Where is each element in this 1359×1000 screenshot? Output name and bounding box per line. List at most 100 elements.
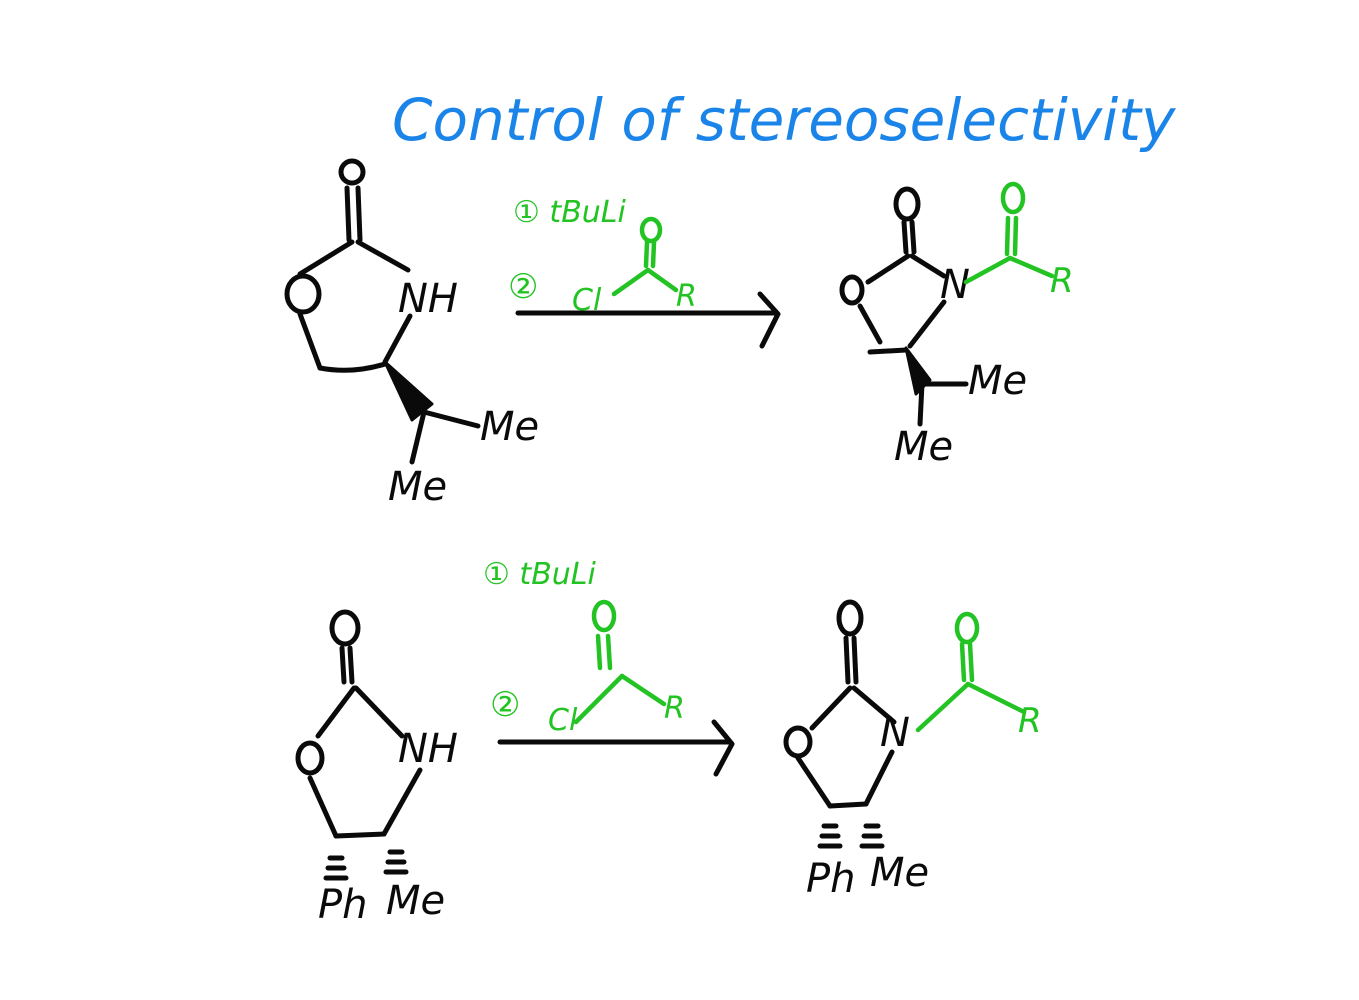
acyl-bond-cl-c [611, 267, 651, 297]
carbonyl-double-bond-a [901, 219, 909, 255]
step-1-reagent: ① tBuLi [483, 557, 597, 592]
acyl-oxygen-atom [954, 611, 980, 645]
ring-bond-c-n [355, 239, 411, 273]
hash-bond-1 [323, 855, 349, 881]
arrow-head [711, 719, 735, 777]
carbonyl-oxygen-atom [836, 599, 864, 637]
ring-oxygen-atom [295, 740, 325, 776]
ring-bond-c-o [315, 685, 357, 739]
carbonyl-oxygen-atom [893, 186, 921, 222]
acyl-double-bond-a [959, 641, 967, 683]
carbonyl-oxygen-atom [338, 158, 366, 186]
acyl-r-label: R [1018, 701, 1042, 741]
acyl-double-bond-b [1012, 215, 1019, 257]
substituent-me-1: Me [968, 358, 1027, 404]
ring-bond-c-o [865, 253, 911, 285]
carbonyl-double-bond-b [851, 635, 859, 685]
carbonyl-double-bond-b [347, 645, 355, 685]
ring-bond-cstar-n [382, 313, 413, 365]
substituent-ph: Ph [318, 882, 367, 928]
acyl-bond-c-r [1007, 255, 1055, 279]
hash-bond-1 [817, 823, 843, 849]
acyl-bond-c-r [965, 681, 1027, 715]
ring-bond-o-cph [307, 775, 339, 839]
ring-n-label: N [880, 710, 910, 756]
acyl-oxygen-atom [639, 216, 663, 244]
ring-bond-o-cph [795, 755, 833, 809]
hash-bond-2 [383, 849, 409, 875]
acyl-bond-n-c [915, 681, 971, 733]
reaction-arrow-2 [497, 719, 735, 777]
ring-bond-c-o [809, 685, 853, 731]
carbonyl-double-bond-b [355, 185, 363, 243]
bond-to-me-1 [421, 409, 481, 429]
acyl-r-label: R [676, 279, 697, 314]
reaction-arrow-1 [515, 291, 781, 349]
acyl-double-bond-a [1004, 215, 1011, 257]
acyl-bond-cl-c [573, 673, 625, 725]
ring-bond-c-o [297, 239, 355, 277]
ring-bond-c-n [851, 685, 897, 725]
wedge-bond [904, 346, 932, 396]
ring-nh-label: NH [398, 276, 458, 322]
product-1: N Me Me R [839, 181, 1074, 470]
acyl-double-bond-a [643, 239, 650, 269]
acyl-double-bond-b [650, 239, 657, 269]
reagents-2: ① tBuLi ② Cl R [483, 557, 685, 738]
acyl-r-label: R [1050, 261, 1074, 301]
carbonyl-double-bond-b [909, 219, 917, 255]
step-2-marker: ② [490, 685, 520, 725]
acyl-double-bond-a [595, 633, 603, 671]
ring-bond-c-n [353, 685, 405, 739]
substituent-me: Me [386, 878, 445, 924]
step-1-reagent: ① tBuLi [513, 195, 627, 230]
bond-to-me-2 [409, 409, 427, 465]
carbonyl-double-bond-a [344, 185, 352, 243]
acyl-double-bond-b [967, 641, 975, 683]
reactant-2: NH Ph Me [295, 609, 458, 928]
reagents-1: ① tBuLi ② Cl R [508, 195, 697, 318]
ring-bond-cph-cme [827, 801, 869, 809]
substituent-me-2: Me [894, 424, 953, 470]
ring-n-label: N [940, 262, 970, 308]
ring-oxygen-atom [839, 274, 865, 306]
acyl-r-label: R [664, 691, 685, 726]
ring-bond-cstar-n [907, 299, 947, 349]
ring-bond-ch2-cstar [867, 347, 909, 355]
page-title: Control of stereoselectivity [392, 86, 1176, 154]
reaction-1: NH Me Me ① tBuLi ② Cl R [284, 158, 1074, 510]
reaction-2: NH Ph Me ① tBuLi ② Cl R [295, 557, 1042, 928]
product-2: N Ph Me R [783, 599, 1042, 902]
ring-bond-o-ch2 [857, 303, 883, 345]
acyl-bond-n-c [963, 255, 1013, 285]
bond-to-me-2 [917, 381, 925, 427]
arrow-head [757, 291, 781, 349]
carbonyl-double-bond-a [339, 645, 347, 685]
acyl-oxygen-atom [591, 599, 617, 633]
hash-bond-2 [859, 823, 885, 849]
acid-chloride-cl: Cl [548, 703, 578, 738]
ring-bond-ch2-cstar [317, 361, 388, 373]
substituent-me-1: Me [480, 404, 539, 450]
step-2-marker: ② [508, 267, 538, 307]
ring-nh-label: NH [398, 726, 458, 772]
substituent-me-2: Me [388, 464, 447, 510]
substituent-me: Me [870, 850, 929, 896]
ring-bond-o-ch2 [297, 311, 323, 371]
carbonyl-oxygen-atom [329, 609, 361, 647]
substituent-ph: Ph [806, 856, 855, 902]
acyl-bond-c-r [645, 267, 679, 293]
ring-bond-cme-n [863, 749, 895, 807]
reactant-1: NH Me Me [284, 158, 539, 510]
ring-bond-cph-cme [333, 831, 387, 839]
acyl-double-bond-b [605, 633, 613, 671]
ring-bond-c-n [909, 253, 947, 279]
ring-bond-cme-n [381, 767, 423, 837]
acyl-bond-c-r [619, 673, 667, 707]
carbonyl-double-bond-a [843, 635, 851, 685]
ring-oxygen-atom [284, 273, 322, 315]
acyl-oxygen-atom [1000, 181, 1026, 215]
ring-oxygen-atom [783, 725, 813, 759]
